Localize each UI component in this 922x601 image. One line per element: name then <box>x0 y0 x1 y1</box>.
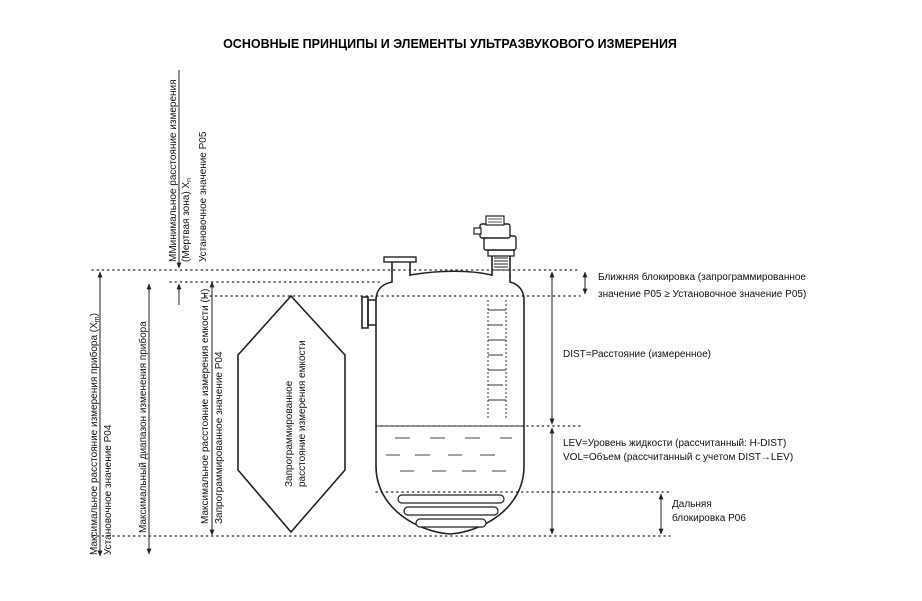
lev-label: LEV=Уровень жидкости (рассчитанный: H-DI… <box>563 438 786 449</box>
page-title: ОСНОВНЫЕ ПРИНЦИПЫ И ЭЛЕМЕНТЫ УЛЬТРАЗВУКО… <box>223 37 677 51</box>
svg-text:Установочное значение P04: Установочное значение P04 <box>103 424 114 555</box>
far-block-label: Дальняя <box>672 499 712 510</box>
vol-label: VOL=Объем (рассчитанный с учетом DIST→LE… <box>563 451 793 463</box>
min-distance-label: ММинимальное расстояние измерения (Мертв… <box>168 79 209 262</box>
programmed-distance-hexagon: Запрограммированное расстояние измерения… <box>237 294 346 534</box>
ultrasonic-sensor-icon <box>473 215 517 251</box>
svg-text:(Мертвая зона) Xn: (Мертвая зона) Xn <box>181 178 193 262</box>
svg-text:Максимальное расстояние измере: Максимальное расстояние измерения прибор… <box>88 313 101 555</box>
reference-lines <box>91 269 671 537</box>
tank-max-label: Максимальное расстояние измерения емкост… <box>200 289 225 524</box>
max-distance-label: Максимальное расстояние измерения прибор… <box>88 313 114 555</box>
near-block-label-2: значение P05 ≥ Установочное значение P05… <box>598 289 806 300</box>
svg-text:Установочное значение P05: Установочное значение P05 <box>198 131 209 262</box>
far-block-label-2: блокировка P06 <box>672 512 746 524</box>
dist-label: DIST=Расстояние (измеренное) <box>563 349 711 360</box>
svg-text:Запрограммированное: Запрограммированное <box>284 380 295 487</box>
max-range-label: Максимальный диапазон изменения прибора <box>137 321 149 533</box>
tank <box>361 215 525 535</box>
near-block-label: Ближняя блокировка (запрограммированное <box>598 271 806 283</box>
svg-text:расстояние измерения емкости: расстояние измерения емкости <box>297 340 308 487</box>
svg-text:Максимальное расстояние измере: Максимальное расстояние измерения емкост… <box>200 289 211 524</box>
svg-text:ММинимальное расстояние измере: ММинимальное расстояние измерения <box>168 79 179 262</box>
svg-text:Запрограммированное значение P: Запрограммированное значение P04 <box>214 351 225 524</box>
svg-text:Максимальный диапазон изменени: Максимальный диапазон изменения прибора <box>137 321 149 533</box>
